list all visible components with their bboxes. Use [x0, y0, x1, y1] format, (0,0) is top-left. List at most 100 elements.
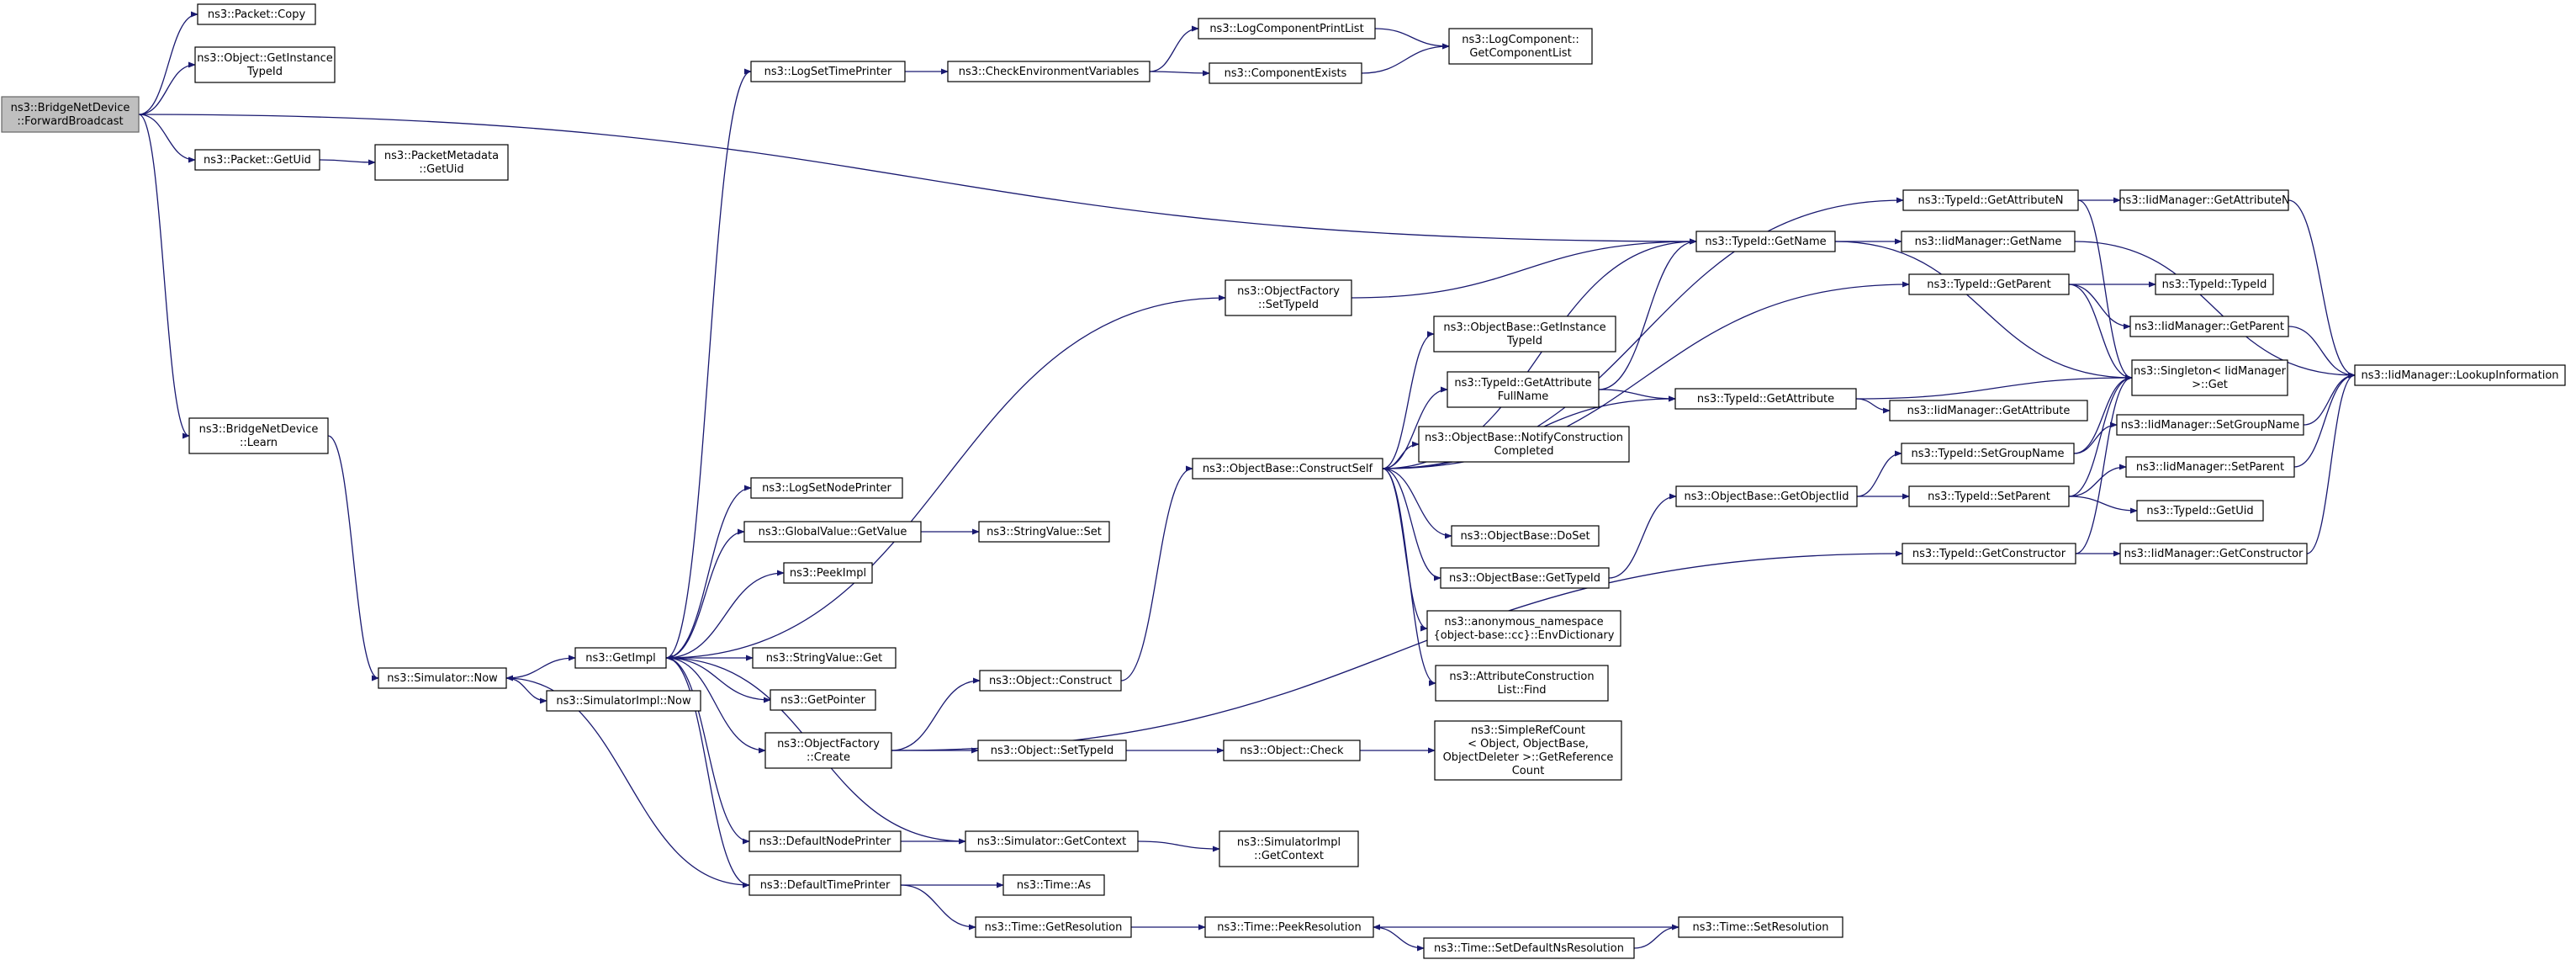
- node-simulator-now[interactable]: ns3::Simulator::Now: [378, 667, 507, 689]
- edge-typeid_setparent-to-iidmanager_setparent: [2068, 464, 2127, 497]
- node-label: ns3::IidManager::GetName: [1915, 236, 2062, 248]
- edge-getimpl-to-objectfactory_create: [665, 657, 766, 754]
- node-typeid-getattributen[interactable]: ns3::TypeId::GetAttributeN: [1902, 189, 2079, 211]
- node-simulator-getcontext[interactable]: ns3::Simulator::GetContext: [965, 830, 1139, 852]
- node-typeid-getname[interactable]: ns3::TypeId::GetName: [1695, 231, 1836, 252]
- node-typeid-getparent[interactable]: ns3::TypeId::GetParent: [1908, 273, 2070, 295]
- node-label: ns3::SimulatorImpl::Now: [556, 695, 691, 708]
- node-getpointer[interactable]: ns3::GetPointer: [770, 689, 876, 711]
- node-stringvalue-get[interactable]: ns3::StringValue::Get: [752, 647, 897, 669]
- node-box: [1908, 485, 2070, 507]
- node-objectfactory-settypeid[interactable]: ns3::ObjectFactory::SetTypeId: [1225, 279, 1352, 316]
- node-label: ns3::Object::GetInstance: [197, 52, 333, 65]
- node-objectbase-doset[interactable]: ns3::ObjectBase::DoSet: [1451, 525, 1600, 547]
- node-root[interactable]: ns3::BridgeNetDevice::ForwardBroadcast: [1, 96, 140, 133]
- node-iidmanager-getattributen[interactable]: ns3::IidManager::GetAttributeN: [2118, 189, 2290, 211]
- node-objectfactory-create[interactable]: ns3::ObjectFactory::Create: [764, 732, 892, 769]
- edge-simulator_now-to-simulatorimpl_now: [505, 677, 547, 704]
- node-label: ns3::GlobalValue::GetValue: [759, 526, 907, 538]
- edge-objectbase_constructself-to-anon_envdictionary: [1382, 468, 1428, 632]
- node-typeid-getuid[interactable]: ns3::TypeId::GetUid: [2136, 500, 2264, 522]
- node-box: [1204, 916, 1374, 938]
- node-anon-envdictionary[interactable]: ns3::anonymous_namespace{object-base::cc…: [1426, 610, 1621, 647]
- node-logsettimeprinter[interactable]: ns3::LogSetTimePrinter: [750, 61, 906, 82]
- node-time-setdefaultnsresolution[interactable]: ns3::Time::SetDefaultNsResolution: [1423, 937, 1635, 959]
- node-time-setresolution[interactable]: ns3::Time::SetResolution: [1678, 916, 1843, 938]
- node-object-construct[interactable]: ns3::Object::Construct: [979, 670, 1122, 692]
- node-time-peekresolution[interactable]: ns3::Time::PeekResolution: [1204, 916, 1374, 938]
- node-label: ns3::Packet::Copy: [208, 8, 306, 21]
- node-label: ns3::TypeId::GetName: [1705, 236, 1826, 248]
- node-defaulttimeprinter[interactable]: ns3::DefaultTimePrinter: [748, 874, 902, 896]
- node-time-as[interactable]: ns3::Time::As: [1002, 874, 1105, 896]
- node-packetmetadata-getuid[interactable]: ns3::PacketMetadata::GetUid: [374, 144, 509, 181]
- node-iidmanager-getparent[interactable]: ns3::IidManager::GetParent: [2129, 315, 2289, 337]
- node-typeid-setparent[interactable]: ns3::TypeId::SetParent: [1908, 485, 2070, 507]
- node-box: [1433, 315, 1616, 353]
- node-box: [197, 3, 316, 25]
- node-iidmanager-getconstructor[interactable]: ns3::IidManager::GetConstructor: [2119, 543, 2308, 565]
- node-iidmanager-getattribute[interactable]: ns3::IidManager::GetAttribute: [1889, 400, 2088, 422]
- node-objectbase-getobjectiid[interactable]: ns3::ObjectBase::GetObjectIid: [1675, 485, 1858, 507]
- node-object-settypeid[interactable]: ns3::Object::SetTypeId: [977, 740, 1127, 761]
- node-objectbase-constructself[interactable]: ns3::ObjectBase::ConstructSelf: [1192, 458, 1383, 480]
- node-typeid-getattribute[interactable]: ns3::TypeId::GetAttribute: [1674, 388, 1857, 410]
- node-label: ns3::LogComponentPrintList: [1209, 23, 1363, 35]
- node-box: [1674, 388, 1857, 410]
- node-label: TypeId: [1506, 335, 1542, 347]
- node-box: [2354, 364, 2566, 386]
- node-defaultnodeprinter[interactable]: ns3::DefaultNodePrinter: [748, 830, 902, 852]
- node-iidmanager-lookupinformation[interactable]: ns3::IidManager::LookupInformation: [2354, 364, 2566, 386]
- node-simulatorimpl-now[interactable]: ns3::SimulatorImpl::Now: [546, 690, 701, 712]
- node-box: [750, 61, 906, 82]
- node-iidmanager-getname[interactable]: ns3::IidManager::GetName: [1901, 231, 2076, 252]
- node-simplerefcount[interactable]: ns3::SimpleRefCount< Object, ObjectBase,…: [1434, 720, 1622, 781]
- node-box: [1434, 720, 1622, 781]
- node-globalvalue-getvalue[interactable]: ns3::GlobalValue::GetValue: [743, 521, 922, 543]
- node-label: Completed: [1494, 445, 1554, 458]
- edge-typeid_getattribute-to-singleton_get: [1855, 374, 2133, 400]
- node-box: [1423, 937, 1635, 959]
- node-packet-copy[interactable]: ns3::Packet::Copy: [197, 3, 316, 25]
- edge-checkenv-to-logcomponentprintlist: [1149, 25, 1199, 72]
- node-label: ns3::AttributeConstruction: [1449, 671, 1594, 683]
- node-typeid-getconstructor[interactable]: ns3::TypeId::GetConstructor: [1902, 543, 2076, 565]
- node-componentexists[interactable]: ns3::ComponentExists: [1209, 62, 1362, 84]
- node-label: ns3::Time::PeekResolution: [1217, 921, 1361, 934]
- node-label: ns3::TypeId::GetConstructor: [1912, 548, 2066, 560]
- node-label: ::Learn: [240, 437, 278, 449]
- node-iidmanager-setparent[interactable]: ns3::IidManager::SetParent: [2125, 456, 2295, 478]
- edge-bridge_learn-to-simulator_now: [327, 435, 379, 681]
- node-label: ns3::TypeId::GetAttributeN: [1917, 194, 2063, 207]
- node-singleton-get[interactable]: ns3::Singleton< IidManager>::Get: [2131, 359, 2288, 396]
- node-peekimpl[interactable]: ns3::PeekImpl: [783, 562, 873, 584]
- node-bridge-learn[interactable]: ns3::BridgeNetDevice::Learn: [188, 417, 329, 454]
- node-checkenv[interactable]: ns3::CheckEnvironmentVariables: [947, 61, 1150, 82]
- edge-checkenv-to-componentexists: [1149, 70, 1210, 77]
- edge-root-to-bridge_learn: [138, 114, 190, 439]
- node-packet-getuid[interactable]: ns3::Packet::GetUid: [194, 149, 320, 171]
- edge-getimpl-to-logsetnodeprinter: [665, 485, 752, 659]
- node-objectbase-notifyconstruction[interactable]: ns3::ObjectBase::NotifyConstructionCompl…: [1418, 426, 1630, 463]
- node-logcomponentprintlist[interactable]: ns3::LogComponentPrintList: [1198, 18, 1376, 40]
- node-iidmanager-setgroupname[interactable]: ns3::IidManager::SetGroupName: [2116, 414, 2304, 436]
- node-stringvalue-set[interactable]: ns3::StringValue::Set: [978, 521, 1110, 543]
- node-typeid-setgroupname[interactable]: ns3::TypeId::SetGroupName: [1901, 443, 2075, 464]
- node-logsetnodeprinter[interactable]: ns3::LogSetNodePrinter: [750, 477, 903, 499]
- node-object-check[interactable]: ns3::Object::Check: [1223, 740, 1361, 761]
- edge-iidmanager_getparent-to-iidmanager_lookupinformation: [2288, 326, 2356, 379]
- node-time-getresolution[interactable]: ns3::Time::GetResolution: [975, 916, 1132, 938]
- edge-objectbase_getobjectiid-to-typeid_setgroupname: [1856, 450, 1902, 497]
- node-simulatorimpl-getcontext[interactable]: ns3::SimulatorImpl::GetContext: [1219, 830, 1359, 867]
- node-typeid-typeid[interactable]: ns3::TypeId::TypeId: [2155, 273, 2274, 295]
- edge-typeid_getname-to-singleton_get: [1834, 241, 2133, 381]
- node-label: ns3::DefaultNodePrinter: [759, 835, 891, 848]
- node-objectbase-gettypeid[interactable]: ns3::ObjectBase::GetTypeId: [1440, 567, 1610, 589]
- node-logcomponent-getlist[interactable]: ns3::LogComponent::GetComponentList: [1448, 28, 1593, 65]
- edge-getimpl-to-logsettimeprinter: [665, 68, 752, 659]
- node-getimpl[interactable]: ns3::GetImpl: [574, 647, 667, 669]
